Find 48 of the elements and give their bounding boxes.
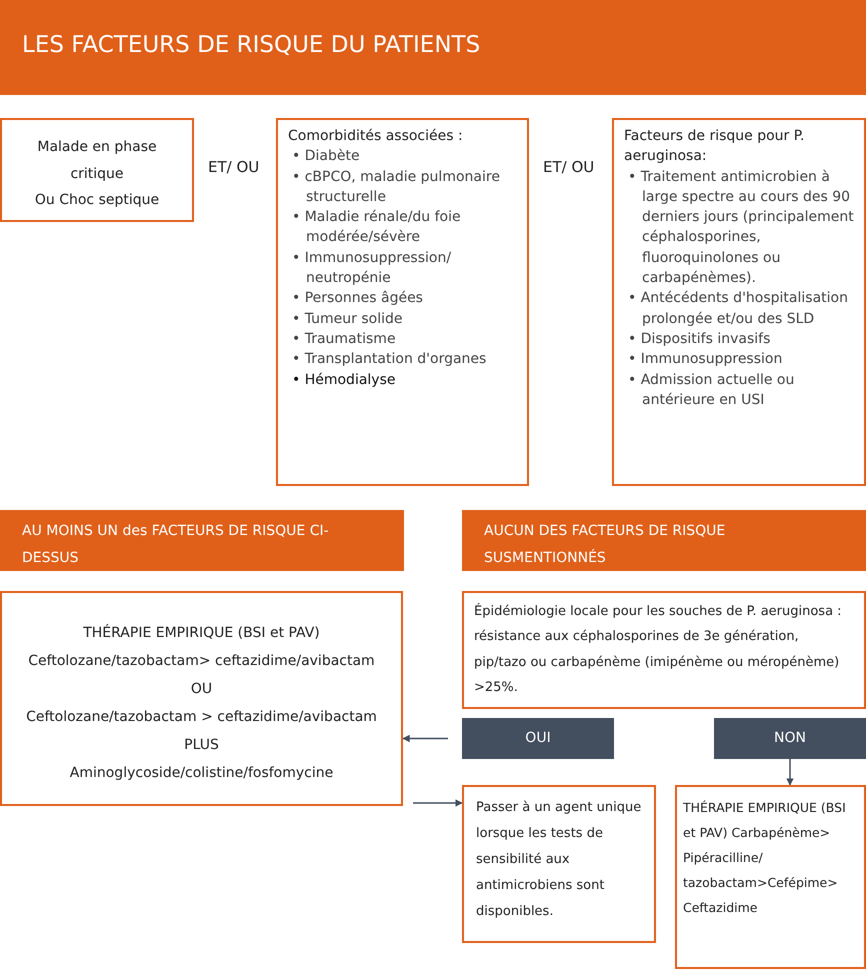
node-text: AU MOINS UN des FACTEURS DE RISQUE CI-DESSUS	[22, 522, 330, 568]
bullet-item: • Maladie rénale/du foie modérée/sévère	[291, 208, 462, 248]
node-text: Passer à un agent unique lorsque les tests de sensibilité aux antimicrobiens sont disponibles.	[476, 799, 642, 921]
node-text: PLUS	[183, 736, 220, 755]
bullet-item: • Immunosuppression/ neutropénie	[291, 248, 452, 288]
bullet-item: • cBPCO, maladie pulmonaire structurelle	[291, 168, 501, 207]
node-text: Ou Choc septique	[34, 191, 160, 210]
node-text: OUI	[525, 729, 551, 748]
risk-factor-box	[612, 118, 866, 486]
node-text: NON	[774, 729, 806, 748]
epidemiology-box	[462, 591, 866, 709]
bullet-item: • Diabète	[291, 147, 361, 166]
bullet-item: • Transplantation d'organes	[291, 350, 488, 370]
bullet-item: • Admission actuelle ou antérieure en USI	[627, 370, 796, 410]
bullet-item: • Dispositifs invasifs	[627, 330, 772, 349]
condition-band	[462, 510, 866, 571]
bullet-item: • Tumeur solide	[291, 310, 404, 329]
therapy-box	[0, 591, 403, 806]
bullet-item: • Hémodialyse	[291, 370, 396, 390]
bullet-item: • Traitement antimicrobien à large spectre au cours des 90 derniers jours (principalement céphalosporines, fluoroquinolones ou carbapénèmes).	[627, 168, 854, 288]
bullet-item: • Antécédents d'hospitalisation prolongée et/ou des SLD	[627, 289, 849, 329]
connector-label: ET/ OU	[543, 158, 594, 176]
box-heading: Comorbidités associées :	[288, 127, 464, 146]
node-text: Ceftolozane/tazobactam> ceftazidime/avibactam	[27, 652, 376, 671]
node-text: OU	[190, 680, 214, 699]
arrow	[402, 734, 448, 742]
node-text: Malade en phase critique	[36, 138, 158, 184]
node-text: THÉRAPIE EMPIRIQUE (BSI et PAV) Carbapénème> Pipéracilline/ tazobactam>Cefépime> Ceftazidime	[683, 799, 847, 917]
node-text: THÉRAPIE EMPIRIQUE (BSI et PAV)	[82, 623, 321, 643]
bullet-item: • Personnes âgées	[291, 289, 424, 308]
therapy-box	[675, 785, 866, 969]
node-text: Épidémiologie locale pour les souches de P. aeruginosa : résistance aux céphalosporines de 3e génération, pip/tazo ou carbapénème (imipénème ou méropénème) >25%.	[474, 602, 843, 698]
title: LES FACTEURS DE RISQUE DU PATIENTS	[22, 32, 480, 58]
connector-label: ET/ OU	[208, 158, 260, 176]
bullet-item: • Immunosuppression	[627, 350, 784, 370]
bullet-item: • Traumatisme	[291, 330, 397, 349]
action-box	[462, 785, 656, 943]
comorbidity-box	[276, 118, 529, 486]
node-text: AUCUN DES FACTEURS DE RISQUE SUSMENTIONNÉS	[484, 522, 726, 568]
condition-box	[0, 118, 194, 222]
arrow	[786, 759, 794, 786]
yes-box	[462, 718, 614, 759]
node-text: Aminoglycoside/colistine/fosfomycine	[68, 764, 334, 783]
no-box	[714, 718, 866, 759]
box-heading: Facteurs de risque pour P. aeruginosa:	[624, 127, 806, 166]
node-text: Ceftolozane/tazobactam > ceftazidime/avibactam	[25, 708, 378, 727]
condition-band	[0, 510, 404, 571]
arrow	[413, 799, 463, 807]
